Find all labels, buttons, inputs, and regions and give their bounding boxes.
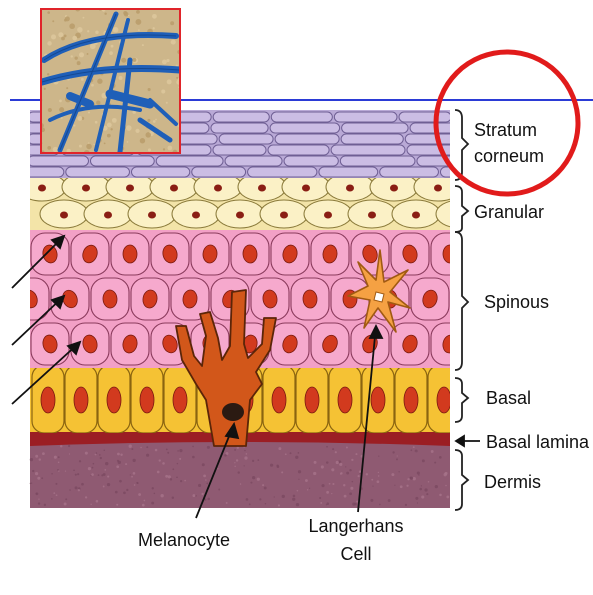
corneum-cell: [331, 145, 405, 155]
corneum-cell: [225, 156, 282, 166]
label-corneum: corneum: [474, 146, 544, 166]
corneum-cell: [340, 156, 415, 166]
granular-nucleus: [170, 185, 178, 192]
corneum-cell: [271, 112, 332, 122]
corneum-cell: [399, 112, 451, 122]
label-langerhans-cell: Cell: [340, 544, 371, 564]
spinous-cell: [0, 233, 29, 275]
corneum-cell: [8, 167, 64, 177]
granular-nucleus: [412, 212, 420, 219]
microscopy-inset: [38, 7, 182, 156]
granular-nucleus: [236, 212, 244, 219]
basal-nucleus: [173, 387, 187, 413]
spinous-nucleus: [443, 245, 458, 264]
granular-nucleus: [302, 185, 310, 192]
basal-nucleus: [437, 387, 451, 413]
corneum-cell: [213, 145, 266, 155]
spinous-nucleus: [123, 245, 137, 263]
corneum-cell: [342, 123, 408, 133]
corneum-cell: [407, 145, 462, 155]
granular-nucleus: [258, 185, 266, 192]
corneum-cell: [284, 156, 338, 166]
label-granular: Granular: [474, 202, 544, 222]
corneum-cell: [380, 167, 439, 177]
granular-nucleus: [192, 212, 200, 219]
granular-nucleus: [38, 185, 46, 192]
corneum-cell: [319, 167, 378, 177]
corneum-cell: [275, 134, 339, 144]
granular-nucleus: [280, 212, 288, 219]
corneum-cell: [270, 123, 340, 133]
basal-nucleus: [41, 387, 55, 413]
corneum-cell: [28, 156, 88, 166]
basal-nucleus: [371, 387, 385, 413]
basal-nucleus: [272, 387, 286, 413]
corneum-cell: [440, 167, 492, 177]
corneum-cell: [213, 112, 269, 122]
corneum-cell: [405, 134, 459, 144]
basal-nucleus: [107, 387, 121, 413]
basal-nucleus: [404, 387, 418, 413]
basal-nucleus: [140, 387, 154, 413]
granular-nucleus: [346, 185, 354, 192]
granular-layer: [18, 173, 484, 232]
label-spinous: Spinous: [484, 292, 549, 312]
granular-nucleus: [434, 185, 442, 192]
label-melanocyte: Melanocyte: [138, 530, 230, 550]
granular-nucleus: [214, 185, 222, 192]
granular-nucleus: [82, 185, 90, 192]
granular-nucleus: [104, 212, 112, 219]
corneum-cell: [248, 167, 317, 177]
basal-nucleus: [338, 387, 352, 413]
corneum-cell: [66, 167, 130, 177]
corneum-cell: [341, 134, 403, 144]
corneum-cell: [192, 167, 246, 177]
label-basal-lamina: Basal lamina: [486, 432, 590, 452]
granular-nucleus: [324, 212, 332, 219]
corneum-cell: [156, 156, 223, 166]
granular-nucleus: [126, 185, 134, 192]
granular-nucleus: [148, 212, 156, 219]
basal-lamina-arrow: [456, 436, 480, 446]
basal-nucleus: [305, 387, 319, 413]
label-dermis: Dermis: [484, 472, 541, 492]
corneum-cell: [131, 167, 189, 177]
spinous-nucleus: [0, 243, 20, 265]
basal-nucleus: [74, 387, 88, 413]
granular-nucleus: [390, 185, 398, 192]
spinous-nucleus: [3, 335, 18, 354]
spinous-cell: [0, 323, 29, 365]
corneum-cell: [334, 112, 397, 122]
label-langerhans: Langerhans: [308, 516, 403, 536]
granular-nucleus: [368, 212, 376, 219]
corneum-cell: [211, 123, 268, 133]
label-stratum: Stratum: [474, 120, 537, 140]
corneum-cell: [268, 145, 329, 155]
granular-nucleus: [60, 212, 68, 219]
label-basal: Basal: [486, 388, 531, 408]
corneum-cell: [219, 134, 273, 144]
corneum-cell: [90, 156, 154, 166]
